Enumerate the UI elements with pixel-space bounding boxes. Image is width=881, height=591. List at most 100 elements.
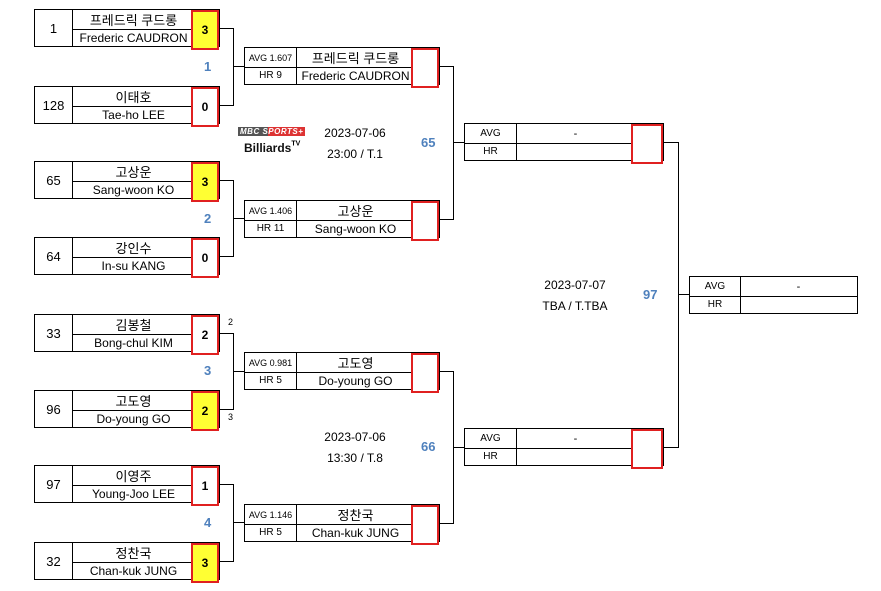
match-number: 66 xyxy=(421,439,436,454)
player-name-english: Sang-woon KO xyxy=(92,182,175,197)
score-cell xyxy=(631,124,663,164)
hr-stat: HR 5 xyxy=(245,372,297,389)
match-number: 4 xyxy=(204,515,212,530)
player-name-english: Frederic CAUDRON xyxy=(301,68,410,83)
player-name-english: Tae-ho LEE xyxy=(102,107,165,122)
player-name-english: Do-young GO xyxy=(96,411,171,426)
match-number: 65 xyxy=(421,135,436,150)
player-name-korean: 강인수 xyxy=(72,238,195,258)
hr-stat: HR 9 xyxy=(245,67,297,84)
score-cell: 3 xyxy=(191,10,219,50)
logo-billiards-text: Billiards xyxy=(244,141,292,155)
avg-label: AVG xyxy=(465,124,517,144)
avg-label: AVG xyxy=(690,277,741,297)
player-name-korean: 프레드릭 쿠드롱 xyxy=(72,10,195,30)
hr-label: HR xyxy=(465,448,517,465)
logo-top-text: MBC SPORTS+ xyxy=(238,127,306,136)
player-box-65: 65 고상운 Sang-woon KO 3 xyxy=(34,161,220,202)
player-name-english: Chan-kuk JUNG xyxy=(311,525,400,540)
score-cell: 0 xyxy=(191,238,219,278)
player-name-english: Do-young GO xyxy=(318,373,393,388)
player-name-korean: 이영주 xyxy=(72,466,195,486)
player-name-english: Chan-kuk JUNG xyxy=(89,563,178,578)
avg-value: - xyxy=(740,277,857,297)
hr-stat: HR 11 xyxy=(245,220,297,237)
seed-number: 1 xyxy=(35,10,73,46)
score-cell: 3 xyxy=(191,162,219,202)
seed-number: 65 xyxy=(35,162,73,198)
score-cell xyxy=(411,48,439,88)
logo-tv-text: TV xyxy=(291,140,301,148)
shootout-mark: 3 xyxy=(228,412,234,422)
player-box-96: 96 고도영 Do-young GO 2 xyxy=(34,390,220,431)
player-name-korean: 고도영 xyxy=(296,353,415,373)
player-name-english: Sang-woon KO xyxy=(314,221,397,236)
hr-value xyxy=(516,143,635,160)
player-name-korean: 고상운 xyxy=(72,162,195,182)
hr-value xyxy=(516,448,635,465)
schedule-time: TBA / T.TBA xyxy=(542,299,608,313)
seed-number: 33 xyxy=(35,315,73,351)
avg-stat: AVG 0.981 xyxy=(245,353,297,373)
avg-stat: AVG 1.607 xyxy=(245,48,297,68)
player-name-english: Bong-chul KIM xyxy=(94,335,173,350)
score-cell: 3 xyxy=(191,543,219,583)
player-name-korean: 정찬국 xyxy=(296,505,415,525)
match-number: 2 xyxy=(204,211,212,226)
round2-box-1: AVG 1.607 HR 9 프레드릭 쿠드롱 Frederic CAUDRON xyxy=(244,47,440,88)
match-number: 97 xyxy=(643,287,658,302)
player-name-korean: 고상운 xyxy=(296,201,415,221)
avg-stat: AVG 1.406 xyxy=(245,201,297,221)
round2-box-4: AVG 1.146 HR 5 정찬국 Chan-kuk JUNG xyxy=(244,504,440,545)
seed-number: 96 xyxy=(35,391,73,427)
mbc-sports-billiards-logo: MBC SPORTS+ BilliardsTV xyxy=(238,127,308,159)
match-number: 3 xyxy=(204,363,212,378)
score-cell xyxy=(411,353,439,393)
seed-number: 97 xyxy=(35,466,73,502)
score-cell xyxy=(631,429,663,469)
round2-box-3: AVG 0.981 HR 5 고도영 Do-young GO xyxy=(244,352,440,393)
schedule-time: 13:30 / T.8 xyxy=(327,451,383,465)
avg-label: AVG xyxy=(465,429,517,449)
score-cell: 0 xyxy=(191,87,219,127)
final-box: AVG HR - xyxy=(689,276,858,314)
player-name-english: Young-Joo LEE xyxy=(92,486,175,501)
hr-stat: HR 5 xyxy=(245,524,297,541)
player-name-korean: 프레드릭 쿠드롱 xyxy=(296,48,415,68)
shootout-mark: 2 xyxy=(228,317,234,327)
avg-value: - xyxy=(516,429,635,449)
seed-number: 64 xyxy=(35,238,73,274)
player-box-64: 64 강인수 In-su KANG 0 xyxy=(34,237,220,278)
score-cell xyxy=(411,505,439,545)
avg-value: - xyxy=(516,124,635,144)
match-number: 1 xyxy=(204,59,212,74)
player-name-korean: 김봉철 xyxy=(72,315,195,335)
score-cell xyxy=(411,201,439,241)
seed-number: 128 xyxy=(35,87,73,123)
seed-number: 32 xyxy=(35,543,73,579)
schedule-date: 2023-07-06 xyxy=(324,430,386,444)
schedule-bottom: 2023-07-06 13:30 / T.8 xyxy=(310,427,400,469)
schedule-top: 2023-07-06 23:00 / T.1 xyxy=(310,123,400,165)
round2-box-2: AVG 1.406 HR 11 고상운 Sang-woon KO xyxy=(244,200,440,241)
schedule-time: 23:00 / T.1 xyxy=(327,147,383,161)
avg-stat: AVG 1.146 xyxy=(245,505,297,525)
player-box-128: 128 이태호 Tae-ho LEE 0 xyxy=(34,86,220,127)
hr-label: HR xyxy=(465,143,517,160)
player-box-32: 32 정찬국 Chan-kuk JUNG 3 xyxy=(34,542,220,583)
player-name-korean: 이태호 xyxy=(72,87,195,107)
hr-label: HR xyxy=(690,296,741,313)
schedule-date: 2023-07-06 xyxy=(324,126,386,140)
score-cell: 2 xyxy=(191,315,219,355)
player-box-97: 97 이영주 Young-Joo LEE 1 xyxy=(34,465,220,506)
player-name-english: Frederic CAUDRON xyxy=(79,30,188,45)
score-cell: 1 xyxy=(191,466,219,506)
schedule-final: 2023-07-07 TBA / T.TBA xyxy=(530,275,620,317)
player-name-english: In-su KANG xyxy=(101,258,166,273)
player-name-korean: 고도영 xyxy=(72,391,195,411)
schedule-date: 2023-07-07 xyxy=(544,278,606,292)
round3-box-2: AVG HR - xyxy=(464,428,664,469)
player-name-korean: 정찬국 xyxy=(72,543,195,563)
player-box-1: 1 프레드릭 쿠드롱 Frederic CAUDRON 3 xyxy=(34,9,220,50)
player-box-33: 33 김봉철 Bong-chul KIM 2 xyxy=(34,314,220,355)
